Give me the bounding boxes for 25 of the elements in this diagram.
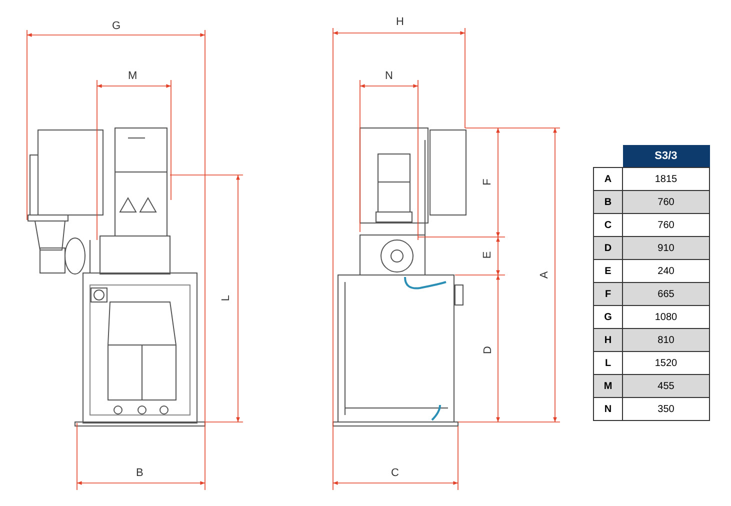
dimension-letter: H — [396, 16, 404, 28]
row-label-cell: B — [594, 190, 622, 214]
row-label-cell: N — [594, 398, 622, 420]
value-cell: 760 — [622, 190, 710, 214]
dimension-letter: C — [391, 467, 399, 479]
value-cell: 810 — [622, 328, 710, 352]
row-label-cell: H — [594, 328, 622, 352]
dimension-letter: F — [481, 178, 494, 186]
dimension-letter: L — [220, 294, 232, 302]
value-cell: 455 — [622, 374, 710, 398]
row-label-cell: D — [594, 236, 622, 260]
dimension-letter: B — [136, 467, 144, 479]
dimension-letter: D — [482, 346, 494, 354]
table-header-cell: S3/3 — [622, 145, 710, 168]
value-cell: 910 — [622, 236, 710, 260]
row-label-cell: A — [594, 168, 622, 190]
value-cell: 350 — [622, 398, 710, 420]
dimension-letter: E — [482, 251, 494, 259]
row-label-cell: F — [594, 282, 622, 306]
value-cell: 665 — [622, 282, 710, 306]
dimension-letter: A — [538, 271, 551, 279]
row-label-cell: M — [594, 374, 622, 398]
dimension-letter: N — [385, 70, 393, 82]
dimension-letter: M — [128, 70, 138, 82]
dimension-letter: G — [112, 20, 121, 32]
